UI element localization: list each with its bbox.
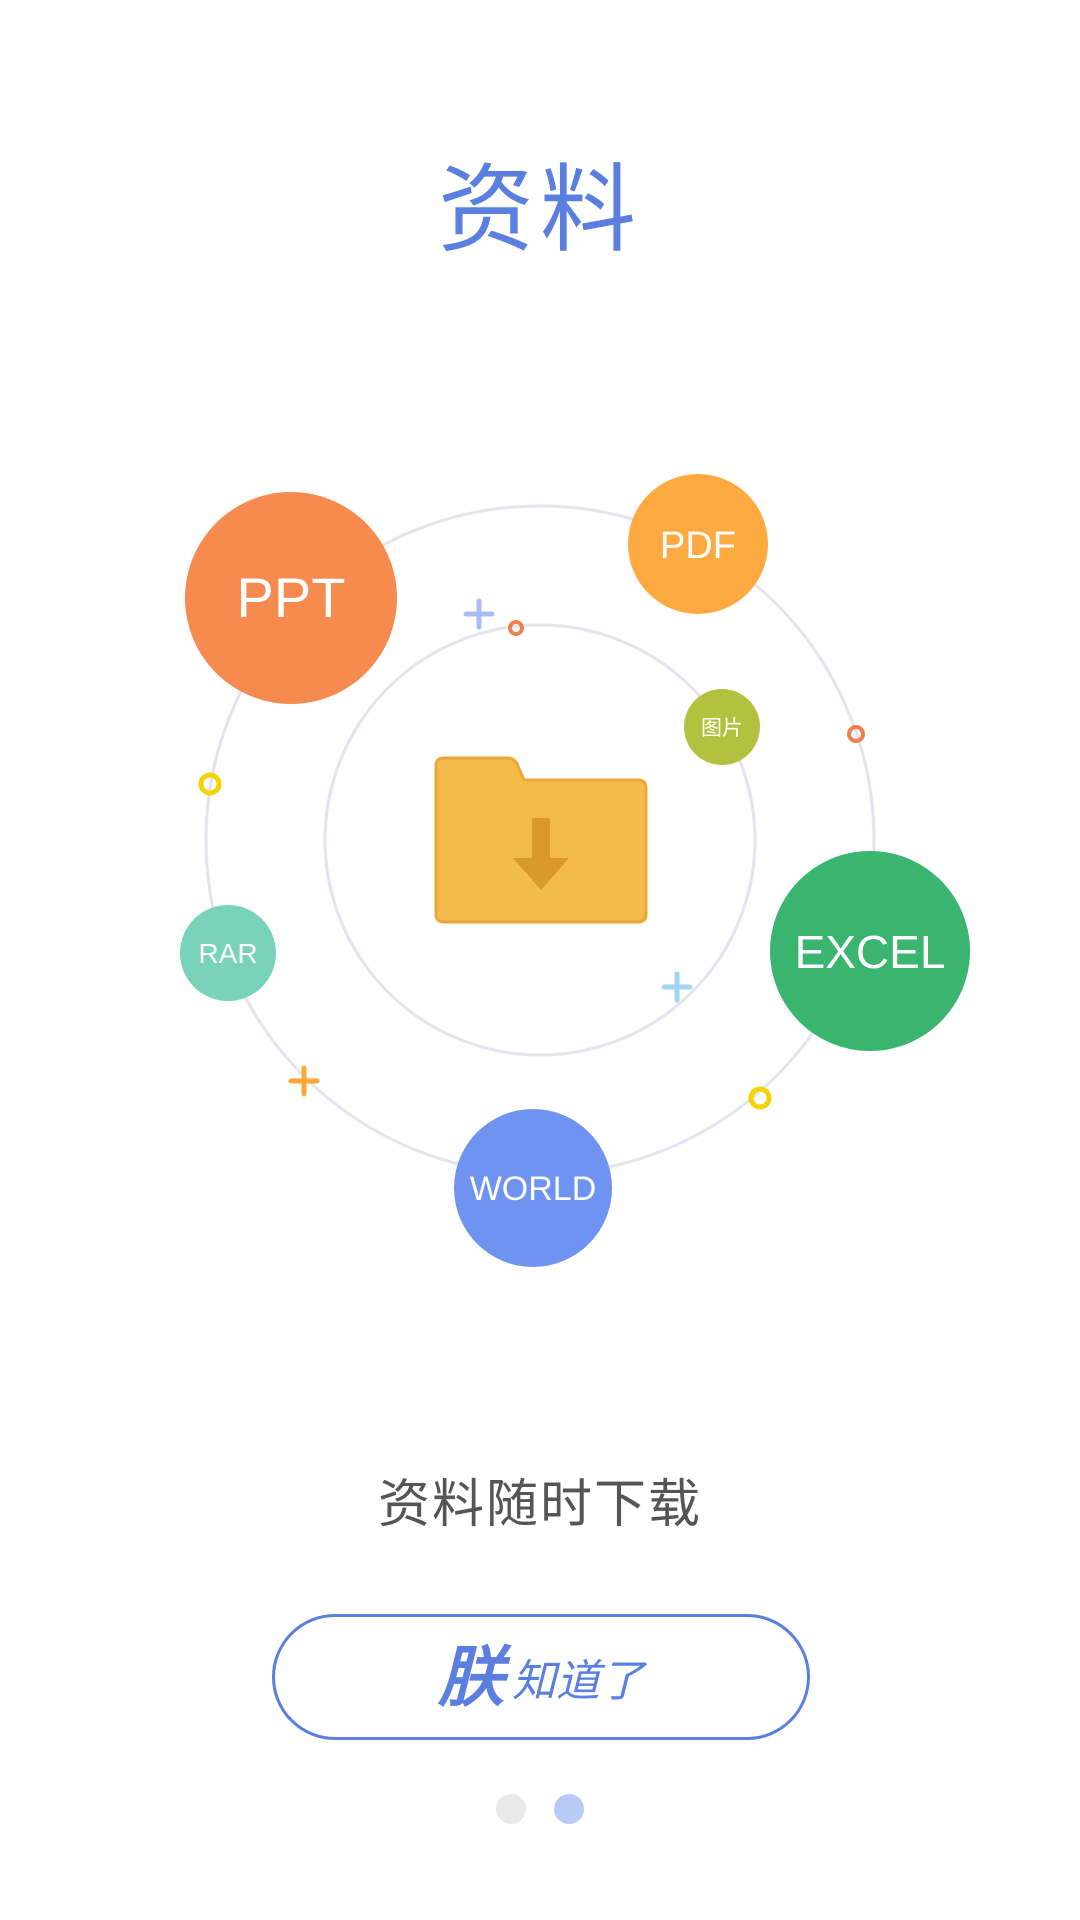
folder-download-icon [434,756,648,924]
rar-bubble: RAR [180,905,276,1001]
page-indicator [0,1794,1080,1824]
ring-decoration [198,772,222,796]
got-it-button[interactable]: 朕 知道了 [272,1614,810,1740]
ring-decoration [508,620,524,636]
pdf-bubble: PDF [628,474,768,614]
plus-decoration [288,1065,320,1097]
excel-label: EXCEL [795,926,946,978]
rar-label: RAR [198,938,257,969]
button-label-big: 朕 [438,1638,504,1716]
page-dot-active[interactable] [554,1794,584,1824]
page-title: 资料 [438,154,642,266]
plus-decoration [661,971,693,1003]
ring-decoration [847,725,865,743]
world-bubble: WORLD [454,1109,612,1267]
excel-bubble: EXCEL [770,851,970,1051]
pdf-label: PDF [660,525,736,567]
world-label: WORLD [470,1170,597,1208]
files-illustration: PPT PDF 图片 EXCEL RAR WORLD [0,420,1080,1300]
ring-decoration [748,1086,772,1110]
subtitle: 资料随时下载 [377,1475,702,1535]
plus-decoration [463,598,495,630]
page-dot[interactable] [496,1794,526,1824]
ppt-label: PPT [237,566,346,629]
image-bubble: 图片 [684,689,760,765]
ppt-bubble: PPT [185,492,397,704]
image-label: 图片 [701,716,743,740]
button-label: 知道了 [512,1656,644,1707]
inner-orbit [323,623,757,1057]
